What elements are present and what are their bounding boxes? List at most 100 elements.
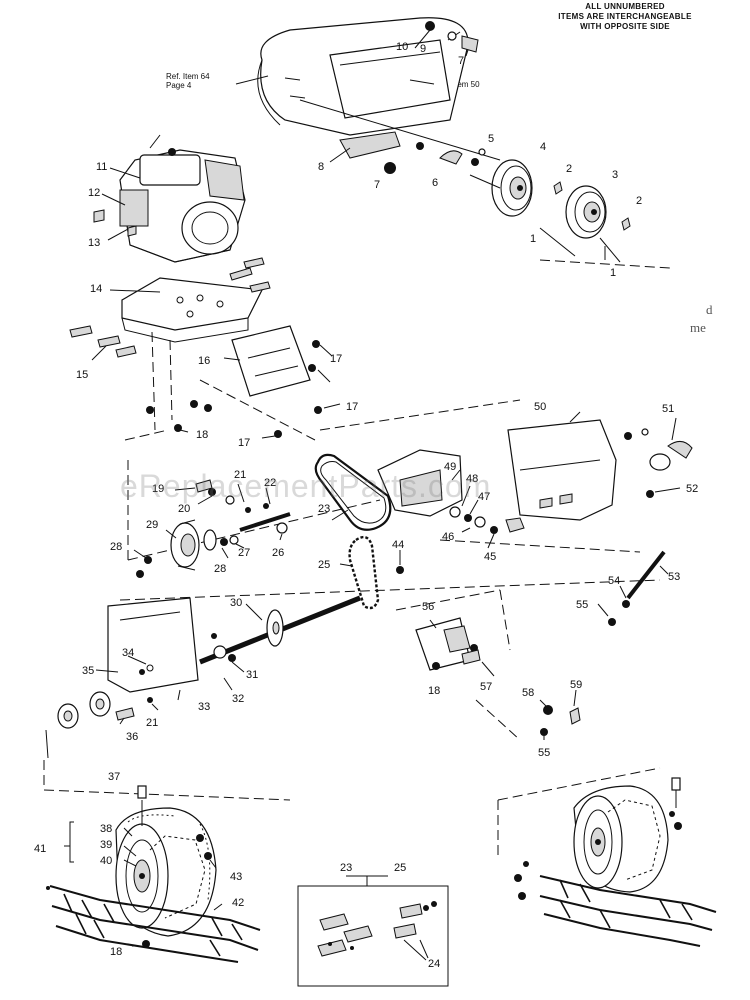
callout-18: 18	[110, 946, 122, 958]
tire-chain-right	[539, 875, 717, 947]
callout-18: 18	[428, 685, 440, 697]
right-wheel	[497, 767, 682, 900]
tire-chain-left	[46, 885, 261, 963]
watermark: eReplacementParts.com	[120, 468, 492, 504]
callout-17: 17	[238, 437, 250, 449]
callout-17: 17	[346, 401, 358, 413]
callout-5: 5	[488, 133, 494, 145]
callout-34: 34	[122, 647, 134, 659]
callout-48: 48	[466, 473, 478, 485]
engine	[119, 134, 246, 263]
callout-1: 1	[610, 267, 616, 279]
side-plate-33	[95, 597, 199, 701]
callout-38: 38	[100, 823, 112, 835]
callout-28: 28	[110, 541, 122, 553]
shield-50	[507, 411, 693, 521]
callout-21: 21	[234, 469, 246, 481]
callout-19: 19	[152, 483, 164, 495]
callout-58: 58	[522, 687, 534, 699]
jackshaft-assembly	[133, 479, 291, 578]
inset-label-23: 23	[340, 862, 353, 874]
callout-57: 57	[480, 681, 492, 693]
callout-39: 39	[100, 839, 112, 851]
callout-8: 8	[318, 161, 324, 173]
callout-30: 30	[230, 597, 242, 609]
note-line: WITH OPPOSITE SIDE	[580, 22, 670, 31]
pulley-3	[565, 185, 607, 239]
callout-45: 45	[484, 551, 496, 563]
note-line: ITEMS ARE INTERCHANGEABLE	[558, 12, 692, 21]
callout-15: 15	[76, 369, 88, 381]
callout-52: 52	[686, 483, 698, 495]
callout-23: 23	[318, 503, 330, 515]
ref-item-64-line1: Ref. Item 64	[166, 72, 210, 81]
callout-14: 14	[90, 283, 102, 295]
chain-links	[317, 901, 437, 957]
left-wheel	[64, 785, 223, 948]
callout-25: 25	[318, 559, 330, 571]
callout-31: 31	[246, 669, 258, 681]
callout-33: 33	[198, 701, 210, 713]
cropped-text-fragment: me	[690, 320, 706, 335]
callout-50: 50	[534, 401, 546, 413]
callout-26: 26	[272, 547, 284, 559]
callout-29: 29	[146, 519, 158, 531]
callout-28: 28	[214, 563, 226, 575]
callout-36: 36	[126, 731, 138, 743]
callout-2: 2	[636, 195, 642, 207]
callout-17: 17	[330, 353, 342, 365]
shift-lever	[597, 550, 669, 626]
callout-20: 20	[178, 503, 190, 515]
cropped-text-fragment: d	[706, 302, 713, 317]
callout-40: 40	[100, 855, 112, 867]
ref-item-64: Ref. Item 64 Page 4	[166, 72, 210, 90]
callout-32: 32	[232, 693, 244, 705]
callout-44: 44	[392, 539, 404, 551]
callout-11: 11	[96, 161, 107, 173]
callout-12: 12	[88, 187, 100, 199]
callout-7: 7	[374, 179, 380, 191]
callout-6: 6	[432, 177, 438, 189]
callout-1: 1	[530, 233, 536, 245]
callout-13: 13	[88, 237, 100, 249]
inset-label-24: 24	[428, 958, 441, 970]
ref-item-64-line2: Page 4	[166, 81, 192, 90]
callout-54: 54	[608, 575, 620, 587]
drive-chain-25	[339, 535, 404, 610]
wheel-hub-left	[43, 691, 291, 801]
drive-belt-23	[314, 453, 392, 531]
callout-41: 41	[34, 843, 46, 855]
callout-59: 59	[570, 679, 582, 691]
inset-box	[297, 875, 449, 987]
callout-27: 27	[238, 547, 250, 559]
callout-22: 22	[264, 477, 276, 489]
upper-hardware	[384, 21, 486, 174]
callout-16: 16	[198, 355, 210, 367]
callout-35: 35	[82, 665, 94, 677]
callout-56: 56	[422, 601, 434, 613]
callout-55: 55	[538, 747, 550, 759]
callout-9: 9	[420, 43, 426, 55]
callout-47: 47	[478, 491, 490, 503]
callout-3: 3	[612, 169, 618, 181]
pulley-4	[491, 159, 533, 217]
callout-10: 10	[396, 41, 408, 53]
engine-mount-plate	[109, 257, 271, 343]
callout-42: 42	[232, 897, 244, 909]
axle-assembly	[199, 595, 361, 691]
callout-2: 2	[566, 163, 572, 175]
inset-label-25: 25	[394, 862, 407, 874]
bracket-16	[199, 325, 341, 441]
callout-46: 46	[442, 531, 454, 543]
callout-49: 49	[444, 461, 456, 473]
callout-53: 53	[668, 571, 680, 583]
callout-51: 51	[662, 403, 674, 415]
transmission	[377, 449, 525, 549]
interchangeable-note: ALL UNNUMBERED ITEMS ARE INTERCHANGEABLE…	[500, 2, 750, 32]
callout-7: 7	[458, 55, 464, 67]
callout-18: 18	[196, 429, 208, 441]
shift-bracket	[395, 589, 581, 741]
